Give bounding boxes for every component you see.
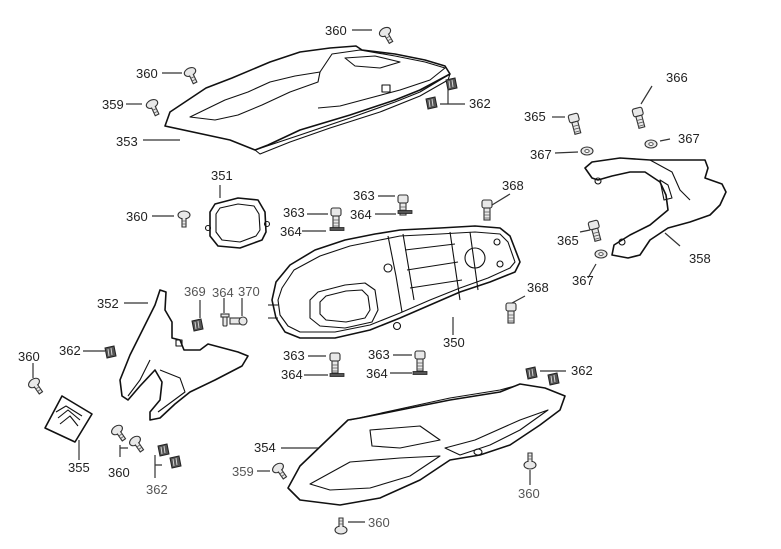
emblem-355[interactable] xyxy=(44,395,93,443)
clip-icon xyxy=(425,96,438,110)
screw-icon xyxy=(144,97,164,118)
callout-351[interactable]: 351 xyxy=(211,168,233,183)
callout-364[interactable]: 364 xyxy=(281,367,303,382)
leader-lines xyxy=(32,29,681,523)
washer-icon xyxy=(644,139,658,149)
callout-363[interactable]: 363 xyxy=(283,348,305,363)
center-tray-350[interactable] xyxy=(268,225,521,339)
left-side-cover-353[interactable] xyxy=(164,45,451,155)
screw-icon xyxy=(26,375,47,397)
washer-icon xyxy=(580,146,594,156)
rear-grab-rail-358[interactable] xyxy=(584,157,727,259)
callout-367[interactable]: 367 xyxy=(572,273,594,288)
clip-icon xyxy=(191,318,204,332)
bolt-icon xyxy=(481,199,493,221)
right-side-cover-354[interactable] xyxy=(287,383,566,506)
callout-369[interactable]: 369 xyxy=(184,284,206,299)
callout-363[interactable]: 363 xyxy=(283,205,305,220)
callout-355[interactable]: 355 xyxy=(68,460,90,475)
screw-icon xyxy=(177,210,191,228)
fastener-370-icon xyxy=(229,316,248,326)
screw-icon xyxy=(182,65,202,86)
callout-362[interactable]: 362 xyxy=(571,363,593,378)
callout-368[interactable]: 368 xyxy=(502,178,524,193)
callout-360[interactable]: 360 xyxy=(126,209,148,224)
clip-icon xyxy=(104,345,117,359)
clip-icon xyxy=(525,366,538,380)
callout-360[interactable]: 360 xyxy=(368,515,390,530)
callout-362[interactable]: 362 xyxy=(469,96,491,111)
callout-364[interactable]: 364 xyxy=(280,224,302,239)
screw-icon xyxy=(127,433,148,455)
front-lower-cover-352[interactable] xyxy=(119,289,249,421)
screw-icon xyxy=(523,452,537,470)
callout-353[interactable]: 353 xyxy=(116,134,138,149)
bolt-icon xyxy=(330,207,342,229)
callout-367[interactable]: 367 xyxy=(678,131,700,146)
screw-icon xyxy=(334,517,348,535)
callout-359[interactable]: 359 xyxy=(102,97,124,112)
washer-icon xyxy=(594,249,608,259)
callout-358[interactable]: 358 xyxy=(689,251,711,266)
callout-360[interactable]: 360 xyxy=(136,66,158,81)
callout-364[interactable]: 364 xyxy=(212,285,234,300)
callout-364[interactable]: 364 xyxy=(366,366,388,381)
callout-354[interactable]: 354 xyxy=(254,440,276,455)
callout-370[interactable]: 370 xyxy=(238,284,260,299)
bolt-icon xyxy=(414,350,426,372)
callout-359[interactable]: 359 xyxy=(232,464,254,479)
clip-icon xyxy=(547,372,560,386)
clip-icon xyxy=(445,77,458,91)
callout-362[interactable]: 362 xyxy=(146,482,168,497)
clip-icon xyxy=(157,443,170,457)
callout-labels: 360 360 359 353 362 366 365 367 367 351 … xyxy=(18,23,711,530)
screw-icon xyxy=(270,460,291,482)
callout-360[interactable]: 360 xyxy=(108,465,130,480)
callout-352[interactable]: 352 xyxy=(97,296,119,311)
callout-363[interactable]: 363 xyxy=(353,188,375,203)
callout-350[interactable]: 350 xyxy=(443,335,465,350)
screw-icon xyxy=(377,24,397,46)
pad-icon xyxy=(329,227,345,231)
pin-icon xyxy=(220,313,230,327)
callout-365[interactable]: 365 xyxy=(524,109,546,124)
pad-icon xyxy=(397,210,413,214)
bolt-icon xyxy=(505,302,517,324)
clip-icon xyxy=(169,455,182,469)
callout-363[interactable]: 363 xyxy=(368,347,390,362)
callout-360[interactable]: 360 xyxy=(18,349,40,364)
bolt-icon xyxy=(631,106,648,130)
callout-367[interactable]: 367 xyxy=(530,147,552,162)
pad-icon xyxy=(329,373,345,377)
bolt-icon xyxy=(587,219,604,243)
callout-364[interactable]: 364 xyxy=(350,207,372,222)
pad-icon xyxy=(412,371,428,375)
callout-368[interactable]: 368 xyxy=(527,280,549,295)
bolt-icon xyxy=(329,352,341,374)
gasket-ring-351[interactable] xyxy=(204,197,271,249)
screw-icon xyxy=(109,422,130,444)
callout-365[interactable]: 365 xyxy=(557,233,579,248)
callout-360[interactable]: 360 xyxy=(325,23,347,38)
callout-360[interactable]: 360 xyxy=(518,486,540,501)
callout-366[interactable]: 366 xyxy=(666,70,688,85)
callout-362[interactable]: 362 xyxy=(59,343,81,358)
bolt-icon xyxy=(567,112,584,136)
